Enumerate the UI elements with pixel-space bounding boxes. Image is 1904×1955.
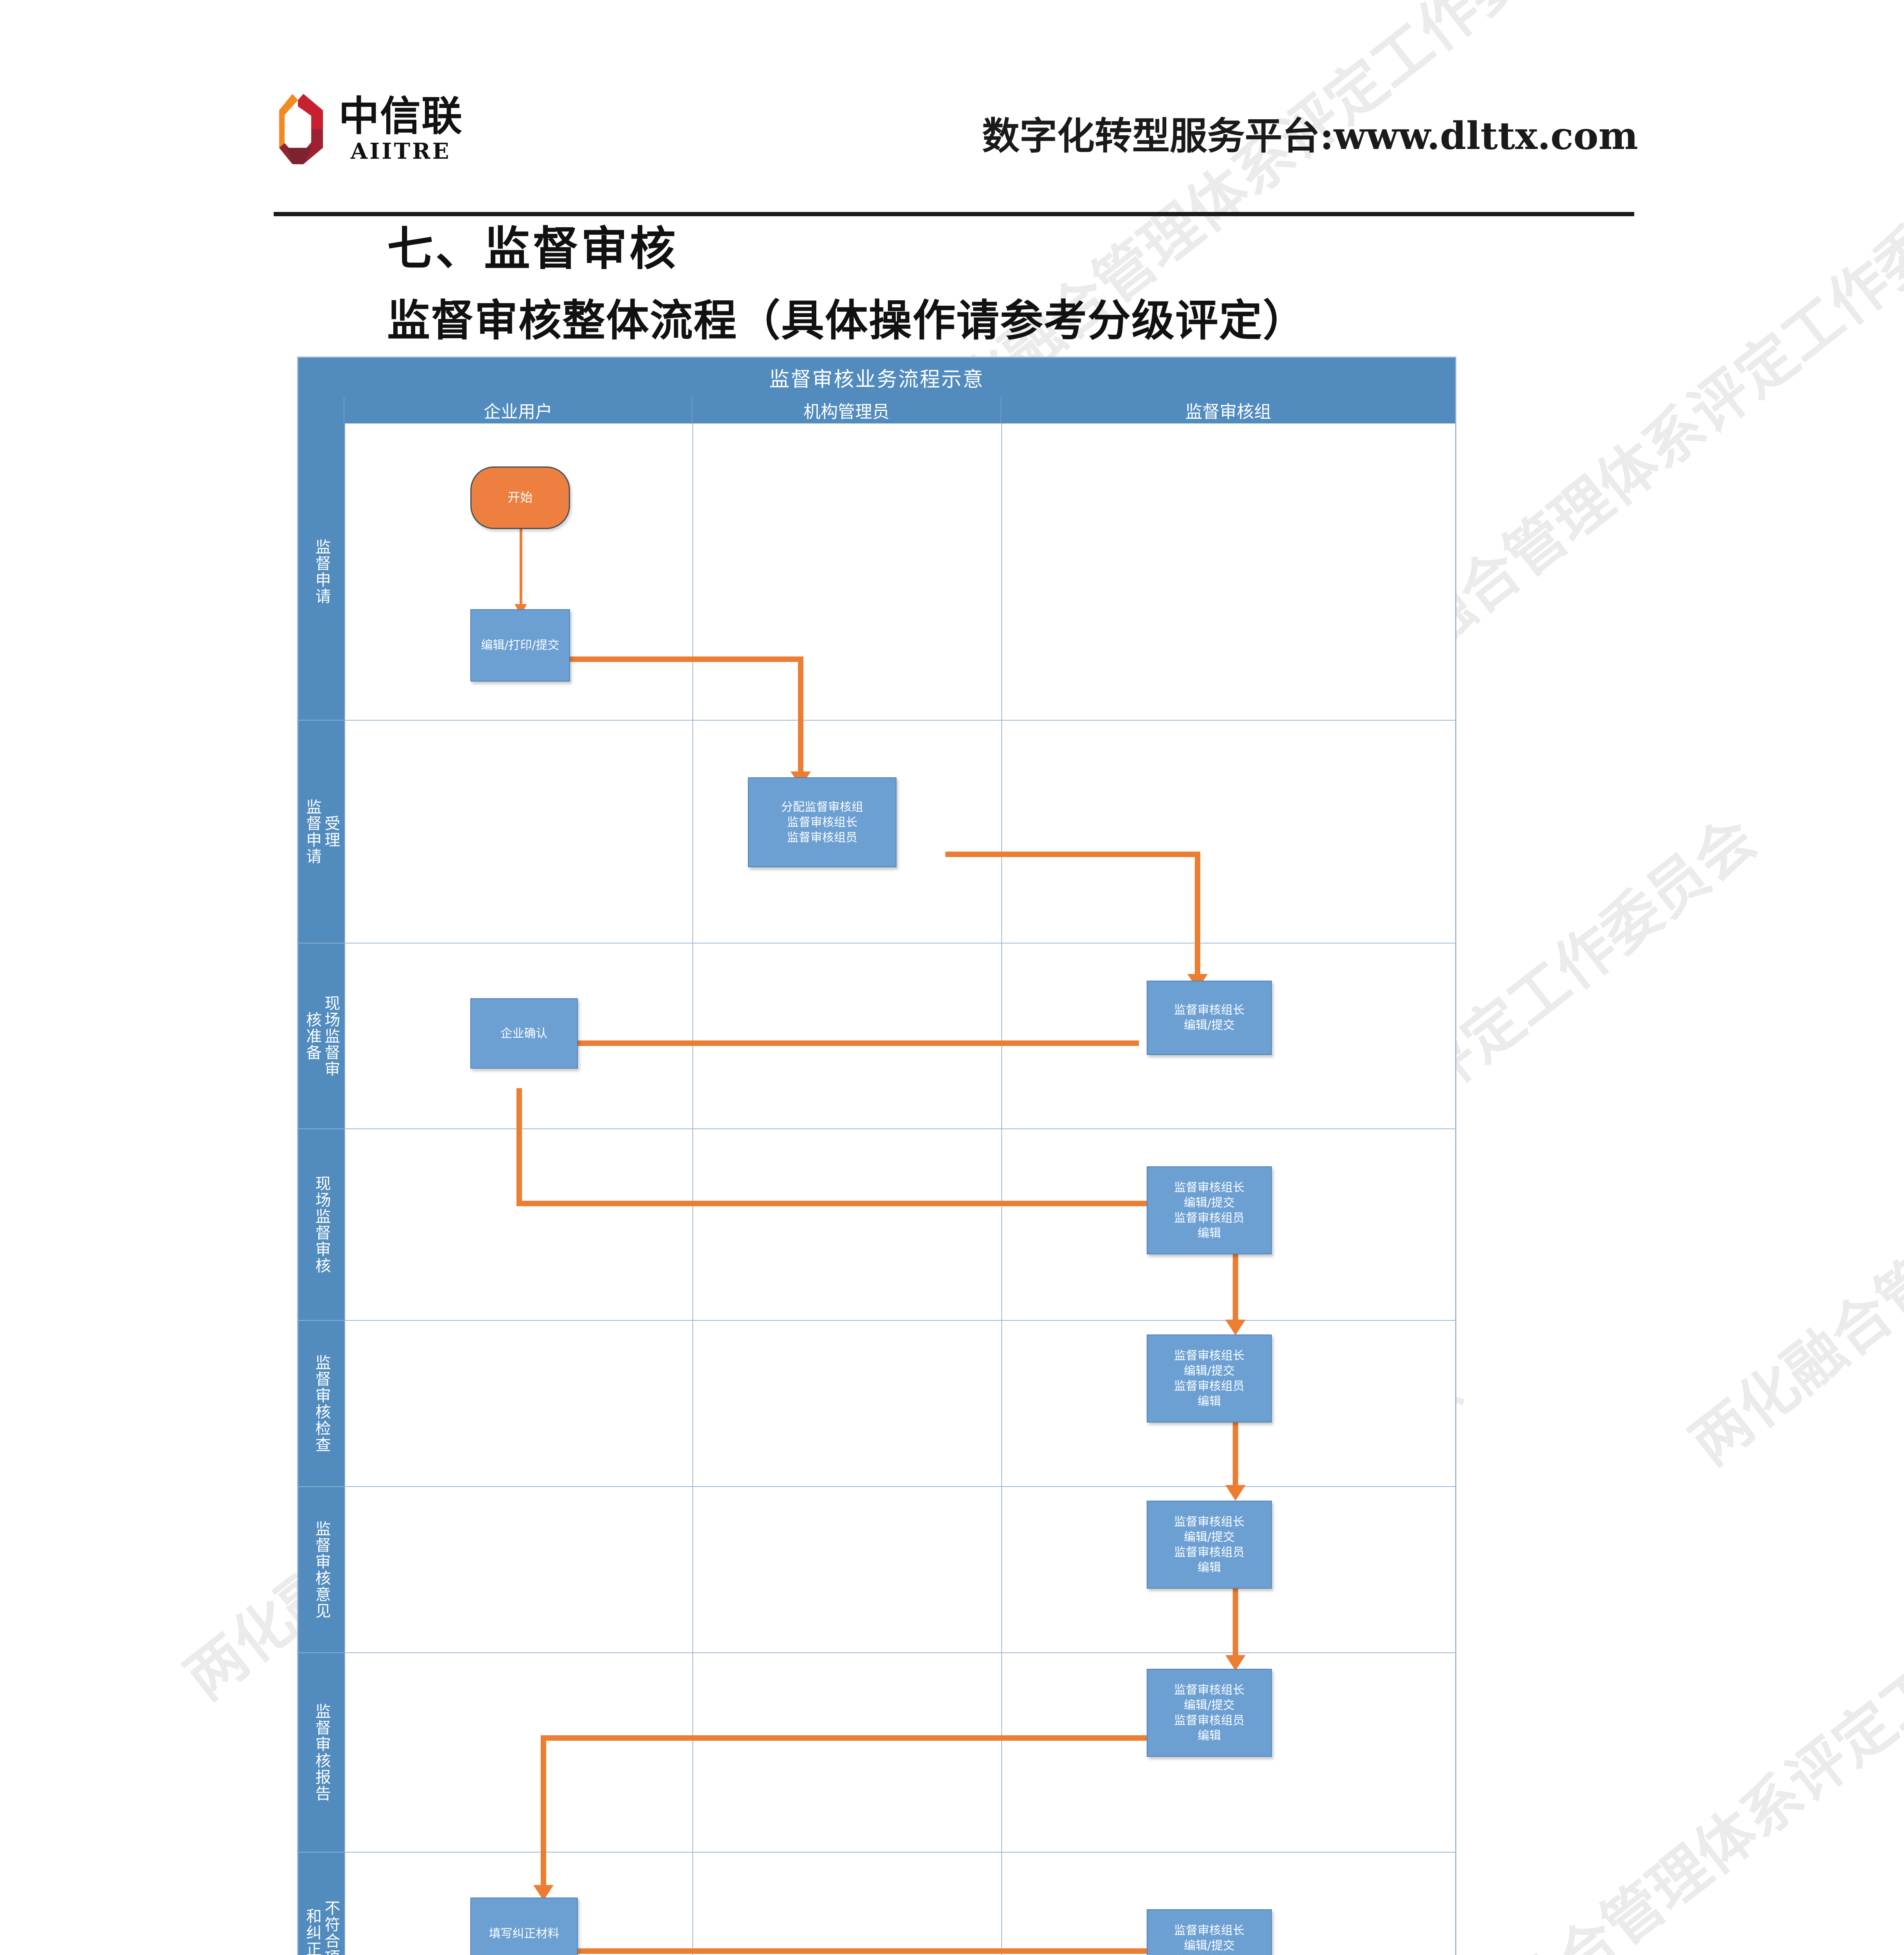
column-divider-2: [1001, 423, 1002, 1955]
node-audit-report-team[interactable]: 监督审核组长 编辑/提交 监督审核组员 编辑: [1147, 1669, 1272, 1757]
header-platform-url: 数字化转型服务平台:www.dlttx.com: [982, 114, 1638, 158]
lane-label-5: 监督审核检查: [298, 1321, 344, 1487]
logo-hexagon-icon: [279, 94, 323, 164]
lane-label-2: 受理 监督申请: [298, 721, 344, 943]
connector-onsite-to-check: [1233, 1254, 1238, 1331]
node-assign-audit-team[interactable]: 分配监督审核组 监督审核组长 监督审核组员: [748, 777, 896, 867]
lane-label-text: 现场监督审核: [312, 1175, 331, 1274]
node-team-leader-edit-submit-prep[interactable]: 监督审核组长 编辑/提交: [1147, 981, 1272, 1055]
column-header-org-admin: 机构管理员: [692, 397, 1001, 423]
node-audit-check-team[interactable]: 监督审核组长 编辑/提交 监督审核组员 编辑: [1147, 1334, 1272, 1422]
node-label: 开始: [507, 490, 533, 505]
node-label: 监督审核组长 编辑/提交 监督审核组员 编辑: [1174, 1515, 1244, 1575]
flowchart-column-headers: 企业用户 机构管理员 监督审核组: [298, 397, 1455, 423]
lane-label-4: 现场监督审核: [298, 1129, 344, 1321]
connector-assign-to-leader-v: [1195, 852, 1200, 981]
lane-label-text: 不符合项纠正 和纠正措施: [303, 1899, 340, 1955]
node-label: 企业确认: [500, 1026, 548, 1040]
aiitre-logo-icon: [274, 90, 328, 168]
connector-opinion-to-report: [1233, 1588, 1238, 1666]
header-divider: [274, 212, 1634, 216]
lane-row-3: [344, 943, 1455, 1129]
lane-label-3: 现场监督审 核准备: [298, 943, 344, 1129]
lane-row-7: [344, 1653, 1455, 1853]
column-header-corner: [298, 397, 344, 423]
column-divider-0: [344, 423, 345, 1955]
lane-label-text: 监督审核报告: [312, 1703, 331, 1802]
column-divider-1: [692, 423, 693, 1955]
node-fill-correction-material[interactable]: 填写纠正材料: [470, 1898, 578, 1955]
page-header: 中信联 AIITRE 数字化转型服务平台:www.dlttx.com: [0, 59, 1904, 216]
lane-label-text: 现场监督审 核准备: [303, 995, 340, 1077]
lane-label-text: 监督申请: [312, 539, 331, 604]
node-correction-audit-team[interactable]: 监督审核组长 编辑/提交 监督审核组员 编辑: [1147, 1909, 1272, 1955]
connector-edit-to-assign-h: [521, 656, 801, 662]
connector-correct-to-team: [556, 1948, 1194, 1954]
connector-check-to-opinion: [1233, 1422, 1238, 1496]
lane-label-1: 监督申请: [298, 423, 344, 721]
lane-row-5: [344, 1321, 1455, 1487]
brand-logo: 中信联 AIITRE: [274, 90, 463, 168]
node-label: 监督审核组长 编辑/提交 监督审核组员 编辑: [1174, 1683, 1244, 1743]
connector-assign-to-leader-h: [945, 852, 1198, 857]
node-start[interactable]: 开始: [470, 466, 570, 529]
node-label: 填写纠正材料: [489, 1927, 559, 1941]
lane-label-6: 监督审核意见: [298, 1487, 344, 1653]
arrow-onsite-to-check: [1225, 1320, 1246, 1335]
node-label: 编辑/打印/提交: [481, 639, 559, 652]
arrow-opinion-to-report: [1225, 1655, 1246, 1671]
connector-leader-to-confirm: [529, 1040, 1139, 1046]
logo-text: 中信联 AIITRE: [339, 96, 463, 162]
connector-report-to-correct-v: [541, 1735, 546, 1892]
lane-row-4: [344, 1129, 1455, 1321]
node-label: 监督审核组长 编辑/提交 监督审核组员 编辑: [1174, 1923, 1244, 1955]
node-enterprise-confirm[interactable]: 企业确认: [470, 998, 578, 1069]
connector-report-to-correct-h: [541, 1735, 1198, 1741]
flowchart-container: 监督审核业务流程示意 企业用户 机构管理员 监督审核组 监督申请 受理 监督申请…: [297, 357, 1456, 1955]
node-edit-print-submit[interactable]: 编辑/打印/提交: [470, 609, 570, 682]
connector-confirm-to-onsite-v: [516, 1088, 522, 1205]
node-label: 监督审核组长 编辑/提交 监督审核组员 编辑: [1174, 1180, 1244, 1240]
flowchart-grid: 监督申请 受理 监督申请 现场监督审 核准备 现场监督审核 监督审核检查 监督审…: [298, 423, 1455, 1955]
column-header-enterprise-user: 企业用户: [344, 397, 692, 423]
flowchart-title: 监督审核业务流程示意: [298, 358, 1455, 397]
node-audit-opinion-team[interactable]: 监督审核组长 编辑/提交 监督审核组员 编辑: [1147, 1501, 1272, 1589]
node-label: 分配监督审核组 监督审核组长 监督审核组员: [781, 800, 863, 845]
section-title: 七、监督审核: [387, 221, 678, 276]
lane-row-2: [344, 721, 1455, 943]
lane-label-text: 受理 监督申请: [303, 799, 340, 865]
sub-title: 监督审核整体流程（具体操作请参考分级评定）: [387, 295, 1307, 346]
lane-label-7: 监督审核报告: [298, 1653, 344, 1853]
watermark: 两化融合管理体系评定工作委员会: [1678, 882, 1904, 1478]
lane-label-text: 监督审核意见: [312, 1520, 331, 1619]
connector-confirm-to-onsite-h: [516, 1201, 1197, 1206]
lane-label-text: 监督审核检查: [312, 1354, 331, 1453]
watermark: 两化融合管理体系评定工作委员会: [1405, 1508, 1904, 1955]
node-onsite-audit-team[interactable]: 监督审核组长 编辑/提交 监督审核组员 编辑: [1147, 1166, 1272, 1254]
arrow-check-to-opinion: [1225, 1485, 1246, 1501]
node-label: 监督审核组长 编辑/提交: [1174, 1003, 1244, 1032]
connector-start-to-edit: [520, 529, 522, 609]
node-label: 监督审核组长 编辑/提交 监督审核组员 编辑: [1174, 1349, 1244, 1408]
logo-text-cn: 中信联: [339, 92, 463, 140]
lane-row-1: [344, 423, 1455, 721]
logo-text-en: AIITRE: [350, 138, 451, 164]
lane-row-6: [344, 1487, 1455, 1653]
connector-edit-to-assign-v: [798, 656, 803, 778]
lane-label-8: 不符合项纠正 和纠正措施: [298, 1853, 344, 1955]
column-header-audit-team: 监督审核组: [1185, 402, 1271, 422]
